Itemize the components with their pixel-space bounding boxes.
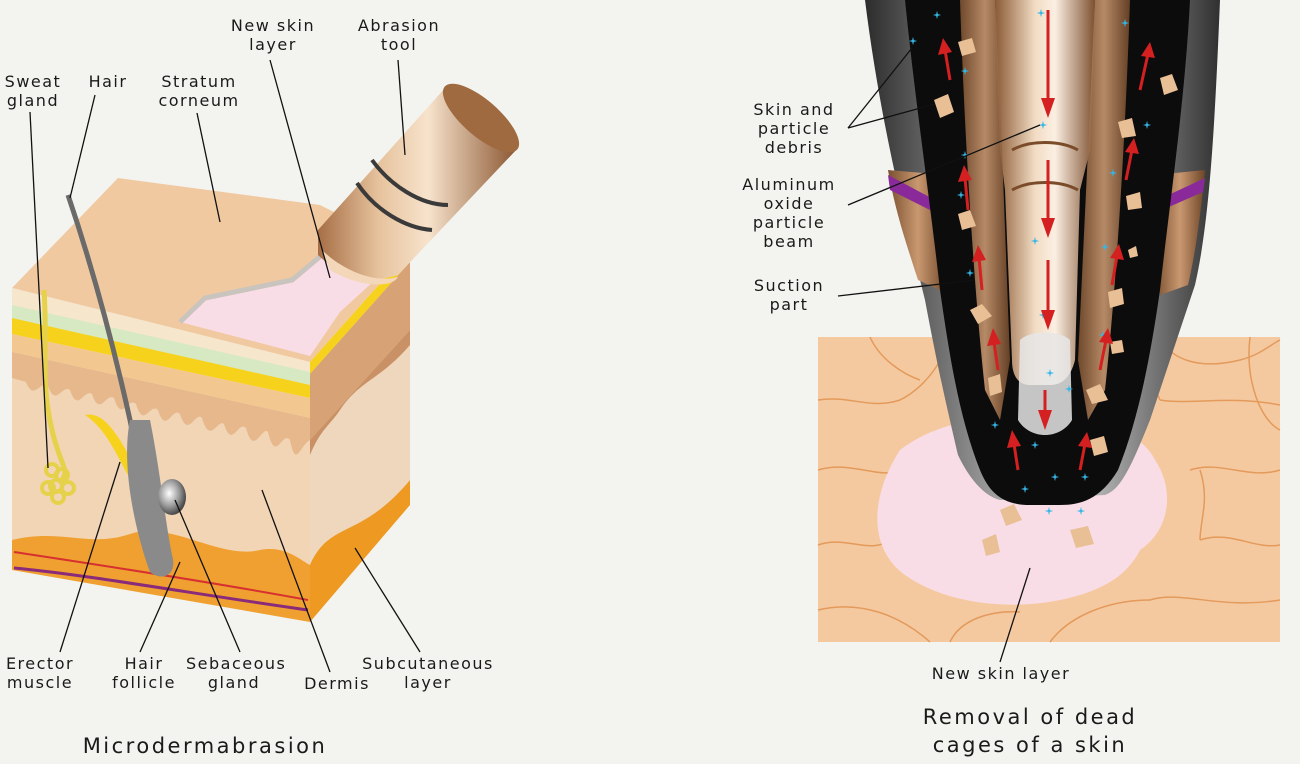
label-skin-particle-debris: Skin and particle debris xyxy=(753,100,835,157)
label-sebaceous-gland: Sebaceous gland xyxy=(186,654,287,692)
flow-arrows xyxy=(938,10,1155,471)
skin-block xyxy=(12,178,410,622)
label-hair: Hair xyxy=(88,72,128,91)
nozzle xyxy=(865,0,1220,505)
caption-removal-dead-cells: Removal of dead cages of a skin xyxy=(922,705,1138,757)
label-new-skin-layer-right: New skin layer xyxy=(931,664,1071,683)
label-sweat-gland: Sweat gland xyxy=(4,72,62,110)
label-erector-muscle: Erector muscle xyxy=(5,654,75,692)
right-leader-lines xyxy=(837,47,1041,663)
abrasion-tool xyxy=(318,83,520,285)
label-subcutaneous-layer: Subcutaneous layer xyxy=(362,654,494,692)
left-leader-lines xyxy=(29,59,421,673)
label-dermis: Dermis xyxy=(304,674,370,693)
label-abrasion-tool: Abrasion tool xyxy=(357,16,441,54)
label-new-skin-layer-left: New skin layer xyxy=(230,16,316,54)
label-stratum-corneum: Stratum corneum xyxy=(158,72,240,110)
label-suction-part: Suction part xyxy=(753,276,825,314)
label-hair-follicle: Hair follicle xyxy=(112,654,176,692)
label-aluminum-oxide-beam: Aluminum oxide particle beam xyxy=(742,175,836,251)
debris-particles xyxy=(934,38,1178,556)
caption-microdermabrasion: Microdermabrasion xyxy=(82,734,328,758)
